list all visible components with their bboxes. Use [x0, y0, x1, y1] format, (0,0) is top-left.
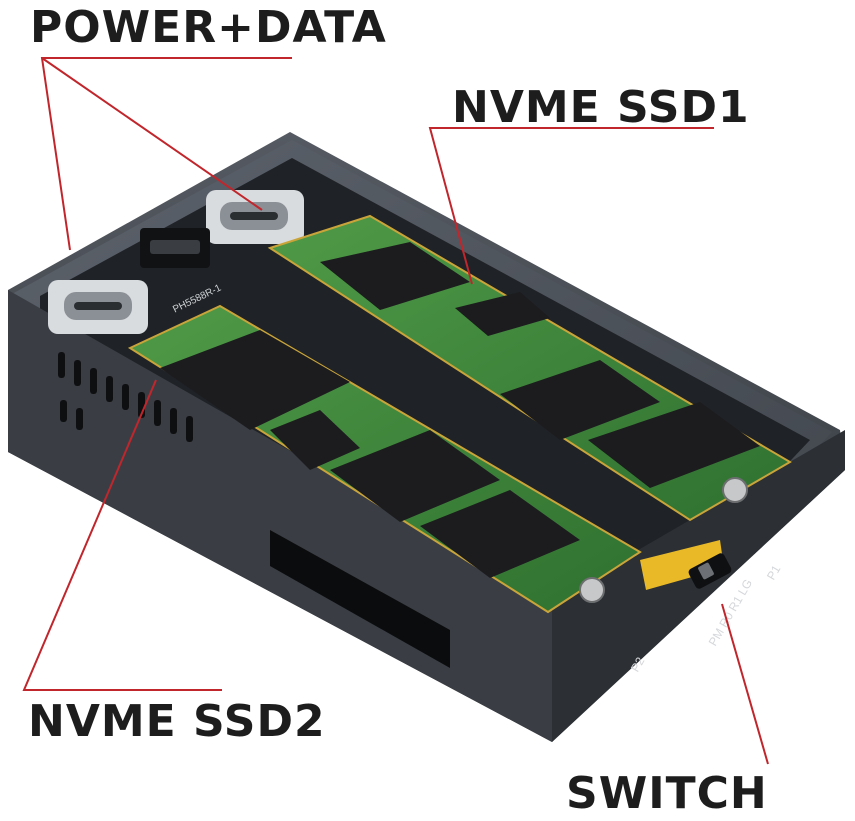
port-label-p1: P1	[764, 562, 784, 582]
center-connector	[140, 228, 210, 268]
vent-slots	[58, 352, 193, 442]
callout-line-switch	[721, 603, 769, 765]
callout-line-ssd2	[22, 379, 222, 691]
callout-line-ssd1	[428, 127, 714, 285]
callout-nvme-ssd2: NVME SSD2	[28, 696, 326, 747]
callout-line-power-right	[41, 57, 263, 211]
usb-c-port-right	[206, 190, 304, 244]
port-label-p2: P2	[628, 654, 648, 674]
callout-nvme-ssd1: NVME SSD1	[452, 82, 750, 133]
card-slot	[270, 530, 450, 668]
nvme-ssd1-board	[267, 214, 792, 522]
callout-switch: SWITCH	[566, 768, 768, 819]
callout-lines	[22, 57, 769, 765]
callout-power-data: POWER+DATA	[30, 2, 387, 53]
mode-switch	[640, 540, 732, 590]
usb-c-port-left	[48, 280, 148, 334]
nvme-ssd2-board	[127, 304, 642, 614]
